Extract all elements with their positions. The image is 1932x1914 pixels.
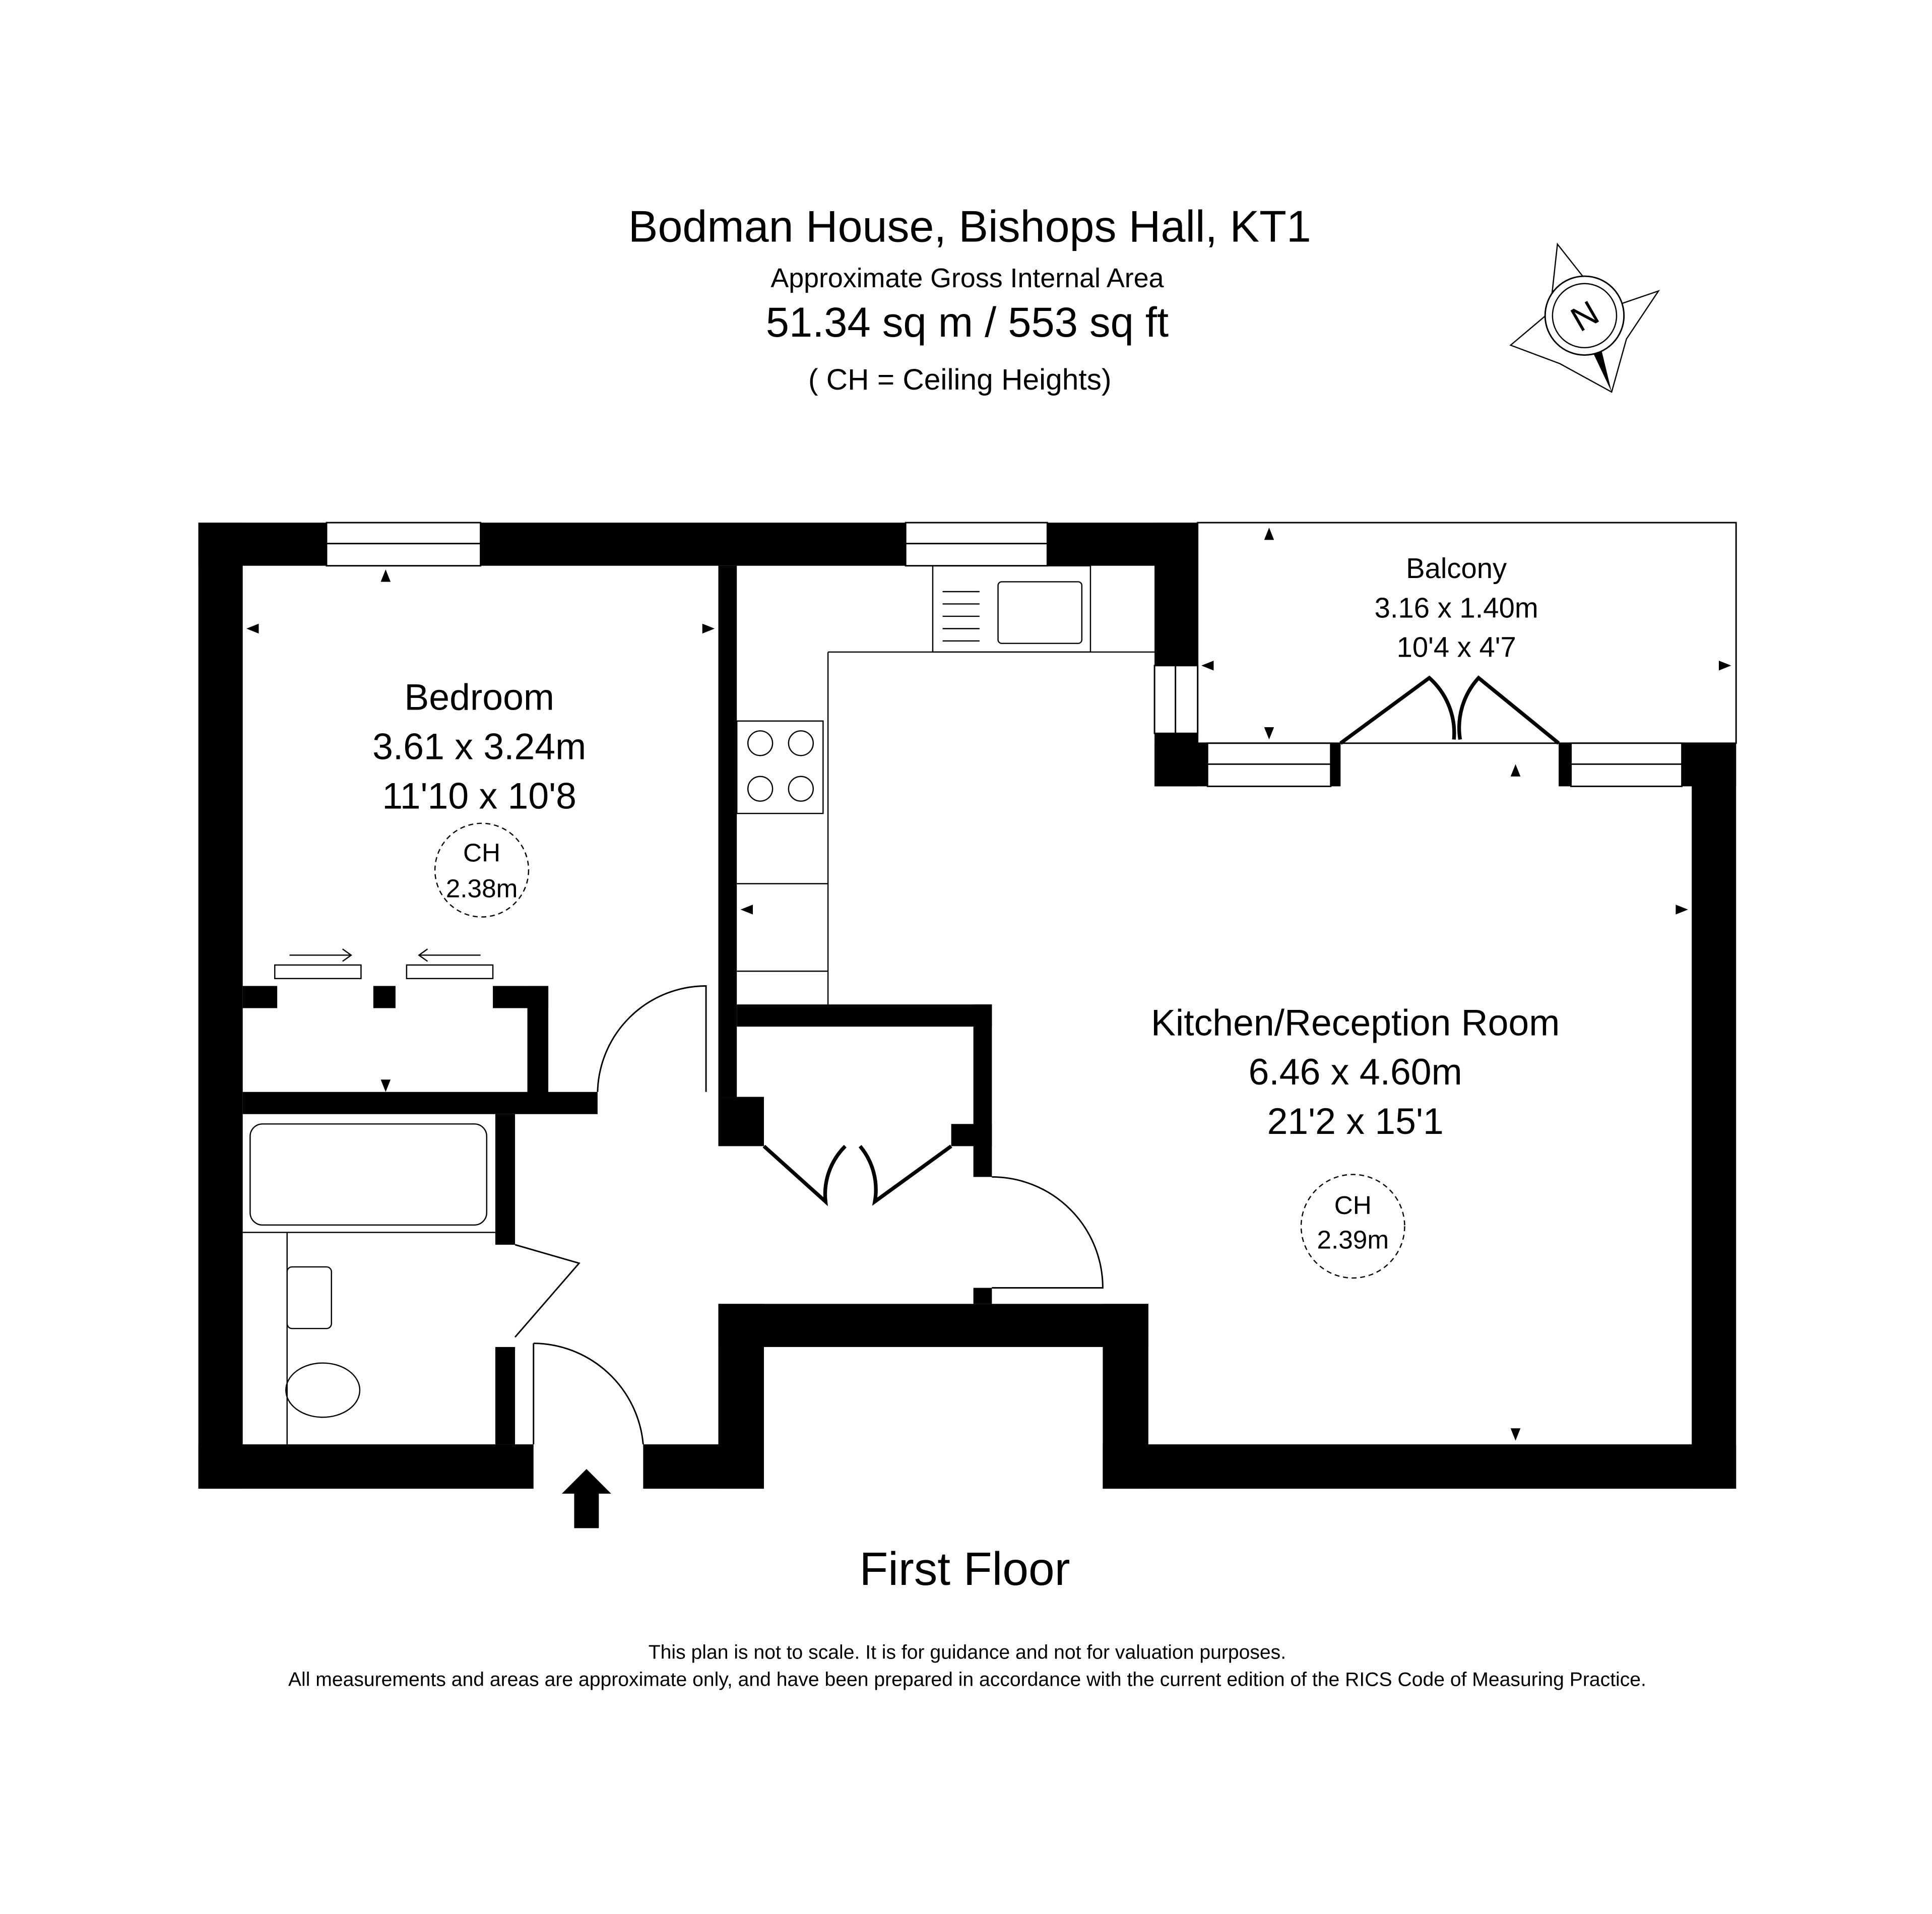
kitchen-imperial: 21'2 x 15'1 (1267, 1101, 1444, 1142)
kitchen-label: Kitchen/Reception Room 6.46 x 4.60m 21'2… (1151, 1002, 1560, 1254)
bedroom-ch-circle (434, 822, 530, 918)
bedroom-name: Bedroom (404, 677, 554, 718)
kitchen-ch-label: CH (1334, 1191, 1372, 1220)
balcony-label: Balcony 3.16 x 1.40m 10'4 x 4'7 (1375, 552, 1538, 663)
gross-area: 51.34 sq m / 553 sq ft (766, 299, 1169, 346)
windows (326, 522, 1683, 787)
balcony-metric: 3.16 x 1.40m (1375, 592, 1538, 623)
balcony-imperial: 10'4 x 4'7 (1397, 631, 1516, 663)
bedroom-ch-label: CH (463, 839, 500, 867)
dimension-markers (246, 527, 1731, 1441)
balcony-name: Balcony (1406, 552, 1507, 584)
kitchen-metric: 6.46 x 4.60m (1249, 1051, 1462, 1093)
north-compass-icon: N (1509, 242, 1660, 393)
bedroom-ch-value: 2.38m (446, 874, 518, 903)
disclaimer-line-2: All measurements and areas are approxima… (288, 1669, 1646, 1690)
kitchen-ch-value: 2.39m (1317, 1225, 1389, 1254)
bedroom-imperial: 11'10 x 10'8 (382, 775, 576, 816)
ceiling-note: ( CH = Ceiling Heights) (808, 363, 1112, 396)
fixtures (242, 565, 1155, 1445)
entrance-arrow-icon (561, 1469, 611, 1528)
floor-label: First Floor (860, 1543, 1070, 1595)
plan-title: Bodman House, Bishops Hall, KT1 (628, 202, 1311, 251)
area-subtitle: Approximate Gross Internal Area (770, 263, 1164, 293)
doors (514, 675, 1560, 1445)
bedroom-label: Bedroom 3.61 x 3.24m 11'10 x 10'8 CH 2.3… (372, 677, 586, 903)
kitchen-name: Kitchen/Reception Room (1151, 1002, 1560, 1043)
bedroom-metric: 3.61 x 3.24m (372, 726, 586, 768)
disclaimer-line-1: This plan is not to scale. It is for gui… (649, 1642, 1286, 1664)
